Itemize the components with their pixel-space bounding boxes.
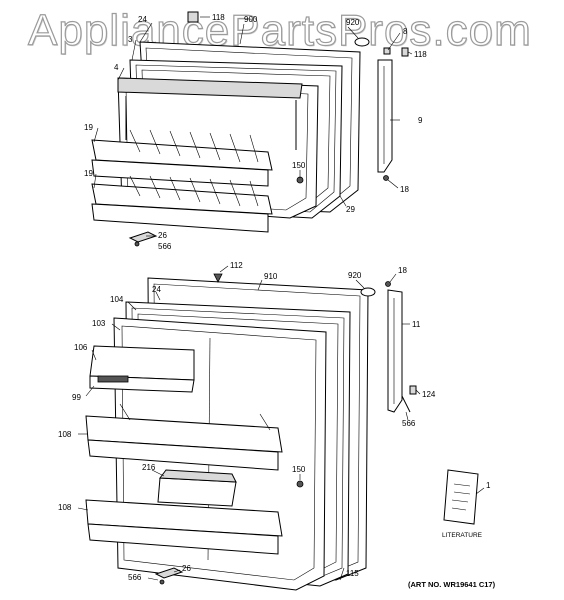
callout-99: 99 xyxy=(72,393,81,402)
callout-19b: 19 xyxy=(84,169,93,178)
door-shelf-upper xyxy=(85,415,283,453)
callout-566: 566 xyxy=(158,242,172,251)
callout-106: 106 xyxy=(74,343,88,352)
callout-566-right: 566 xyxy=(402,419,416,428)
callout-910: 910 xyxy=(264,272,278,281)
hinge-plate-top xyxy=(128,231,158,243)
freezer-door-shelf-2 xyxy=(91,183,273,215)
literature-booklet xyxy=(443,469,479,525)
part-118-top xyxy=(187,11,199,23)
callout-216: 216 xyxy=(142,463,156,472)
callout-108-lower: 108 xyxy=(58,503,72,512)
callout-124: 124 xyxy=(422,390,436,399)
callout-11: 11 xyxy=(412,320,421,329)
door-shelf-lower xyxy=(85,499,283,537)
callout-104: 104 xyxy=(110,295,124,304)
part-112 xyxy=(213,273,223,283)
dairy-label xyxy=(97,375,129,383)
top-leader-lines xyxy=(93,16,413,237)
fresh-food-door-assembly xyxy=(85,273,479,591)
callout-112: 112 xyxy=(230,261,243,270)
callout-26: 26 xyxy=(158,231,167,240)
callout-118-right: 118 xyxy=(414,50,427,59)
callout-4: 4 xyxy=(114,63,119,72)
callout-29: 29 xyxy=(346,205,355,214)
callout-900: 900 xyxy=(244,15,258,24)
part-150-bottom xyxy=(296,480,304,488)
callout-150-bottom: 150 xyxy=(292,465,306,474)
callout-118: 118 xyxy=(212,13,225,22)
callout-566-bottom: 566 xyxy=(128,573,142,582)
top-callouts: 118 900 920 8 118 24 3 4 9 19 19 150 18 … xyxy=(84,13,427,251)
bottom-leader-lines xyxy=(77,265,485,581)
callout-115: 115 xyxy=(346,569,359,578)
callout-150: 150 xyxy=(292,161,306,170)
hinge-plate-bottom xyxy=(154,567,184,579)
callout-18-bottom: 18 xyxy=(398,266,407,275)
callout-1: 1 xyxy=(486,481,491,490)
art-number: (ART NO. WR19641 C17) xyxy=(408,580,496,589)
part-18-bottom xyxy=(385,281,391,287)
callout-9: 9 xyxy=(418,116,423,125)
callout-920: 920 xyxy=(346,18,360,27)
freezer-handle xyxy=(377,59,393,173)
callout-18: 18 xyxy=(400,185,409,194)
freezer-door-assembly xyxy=(91,11,409,247)
callout-920-bottom: 920 xyxy=(348,271,362,280)
part-920-top xyxy=(354,37,370,47)
callout-103: 103 xyxy=(92,319,106,328)
dairy-door xyxy=(89,345,195,381)
part-920-bottom xyxy=(360,287,376,297)
callout-24: 24 xyxy=(138,15,147,24)
literature-label: LITERATURE xyxy=(442,532,483,539)
part-124 xyxy=(409,385,417,395)
callout-24-bottom: 24 xyxy=(152,285,161,294)
fresh-food-handle xyxy=(387,289,403,413)
freezer-door-shelf-1 xyxy=(91,139,273,171)
callout-8: 8 xyxy=(403,27,408,36)
part-18-top xyxy=(383,175,389,181)
callout-108-upper: 108 xyxy=(58,430,72,439)
callout-26-bottom: 26 xyxy=(182,564,191,573)
bottom-callouts: 112 910 920 18 24 104 103 11 106 99 124 … xyxy=(58,261,491,582)
egg-bin xyxy=(157,477,237,507)
part-566-screw xyxy=(401,395,411,413)
callout-19a: 19 xyxy=(84,123,93,132)
callout-3: 3 xyxy=(128,35,133,44)
